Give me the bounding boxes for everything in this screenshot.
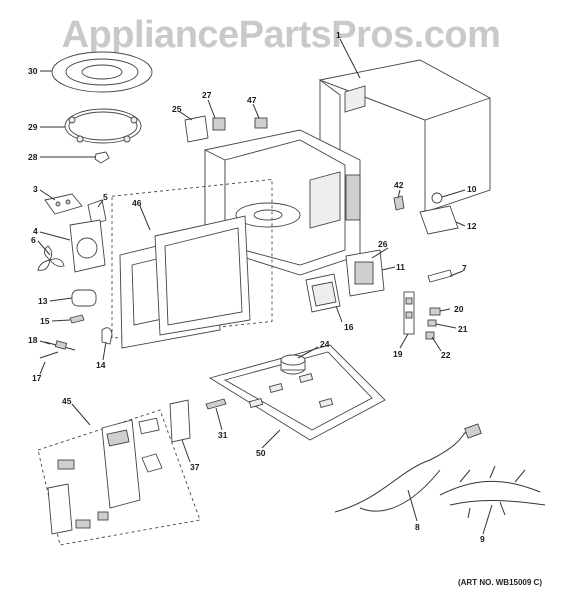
callout-3: 3 bbox=[33, 184, 38, 194]
lamp-socket[interactable] bbox=[431, 192, 443, 204]
callout-1: 1 bbox=[336, 30, 341, 40]
callout-29: 29 bbox=[28, 122, 38, 132]
callout-26: 26 bbox=[378, 239, 388, 249]
callout-28: 28 bbox=[28, 152, 38, 162]
fan-blade[interactable] bbox=[37, 245, 65, 271]
callout-15: 15 bbox=[40, 316, 50, 326]
callout-19: 19 bbox=[393, 349, 403, 359]
transformer[interactable] bbox=[305, 273, 341, 313]
magnetron[interactable] bbox=[345, 249, 385, 297]
thermal-cutout[interactable] bbox=[393, 195, 405, 211]
interlock-switch-22[interactable] bbox=[425, 331, 435, 340]
callout-46: 46 bbox=[132, 198, 142, 208]
control-board-37[interactable] bbox=[169, 399, 191, 443]
callout-9: 9 bbox=[480, 534, 485, 544]
callout-5: 5 bbox=[103, 192, 108, 202]
outer-case[interactable] bbox=[318, 59, 491, 213]
interlock-switch-20[interactable] bbox=[429, 307, 441, 316]
callout-30: 30 bbox=[28, 66, 38, 76]
callout-7: 7 bbox=[462, 263, 467, 273]
callout-50: 50 bbox=[256, 448, 266, 458]
callout-14: 14 bbox=[96, 360, 106, 370]
callout-42: 42 bbox=[394, 180, 404, 190]
callout-47: 47 bbox=[247, 95, 257, 105]
callout-25: 25 bbox=[172, 104, 182, 114]
callout-37: 37 bbox=[190, 462, 200, 472]
callout-27: 27 bbox=[202, 90, 212, 100]
capacitor[interactable] bbox=[71, 289, 97, 307]
wire-harness[interactable] bbox=[439, 465, 546, 519]
callout-labels: 30 29 28 1 25 27 47 3 5 4 6 46 42 10 12 … bbox=[28, 30, 485, 544]
callout-6: 6 bbox=[31, 235, 36, 245]
art-number-caption: (ART NO. WB15009 C) bbox=[457, 578, 542, 587]
callout-12: 12 bbox=[467, 221, 477, 231]
callout-4: 4 bbox=[33, 226, 38, 236]
interlock-switch-holder[interactable] bbox=[403, 291, 415, 335]
cavity-label-plate[interactable] bbox=[184, 115, 209, 143]
callout-20: 20 bbox=[454, 304, 464, 314]
door-switch-bracket[interactable] bbox=[212, 117, 226, 131]
top-bracket[interactable] bbox=[254, 117, 268, 129]
turntable-coupler[interactable] bbox=[94, 151, 110, 164]
fan-bracket[interactable] bbox=[69, 219, 106, 273]
diode[interactable] bbox=[44, 340, 76, 351]
motor[interactable] bbox=[87, 199, 107, 226]
base-bracket[interactable] bbox=[205, 398, 227, 410]
watermark: AppliancePartsPros.com bbox=[61, 14, 501, 56]
callout-13: 13 bbox=[38, 296, 48, 306]
turntable-motor[interactable] bbox=[280, 354, 306, 375]
callout-31: 31 bbox=[218, 430, 228, 440]
clip[interactable] bbox=[69, 314, 85, 324]
turntable-tray[interactable] bbox=[51, 51, 153, 93]
callout-11: 11 bbox=[396, 262, 405, 272]
lamp-cover[interactable] bbox=[419, 205, 459, 235]
base-plate[interactable] bbox=[208, 344, 386, 441]
callout-45: 45 bbox=[62, 396, 72, 406]
callout-21: 21 bbox=[458, 324, 468, 334]
door-assembly[interactable] bbox=[119, 215, 251, 349]
interlock-switch-21[interactable] bbox=[427, 319, 437, 327]
callout-24: 24 bbox=[320, 339, 330, 349]
capacitor-bracket[interactable] bbox=[101, 327, 113, 345]
roller-ring[interactable] bbox=[64, 108, 142, 144]
door-assembly-box bbox=[111, 178, 273, 339]
callout-17: 17 bbox=[32, 373, 42, 383]
callout-16: 16 bbox=[344, 322, 354, 332]
leader-lines bbox=[37, 38, 493, 535]
sensor-bracket[interactable] bbox=[427, 269, 453, 283]
callout-22: 22 bbox=[441, 350, 451, 360]
power-cord[interactable] bbox=[334, 423, 482, 513]
callout-18: 18 bbox=[28, 335, 38, 345]
callout-10: 10 bbox=[467, 184, 477, 194]
control-panel-assembly[interactable] bbox=[47, 417, 163, 535]
fuse[interactable] bbox=[39, 351, 59, 359]
callout-8: 8 bbox=[415, 522, 420, 532]
